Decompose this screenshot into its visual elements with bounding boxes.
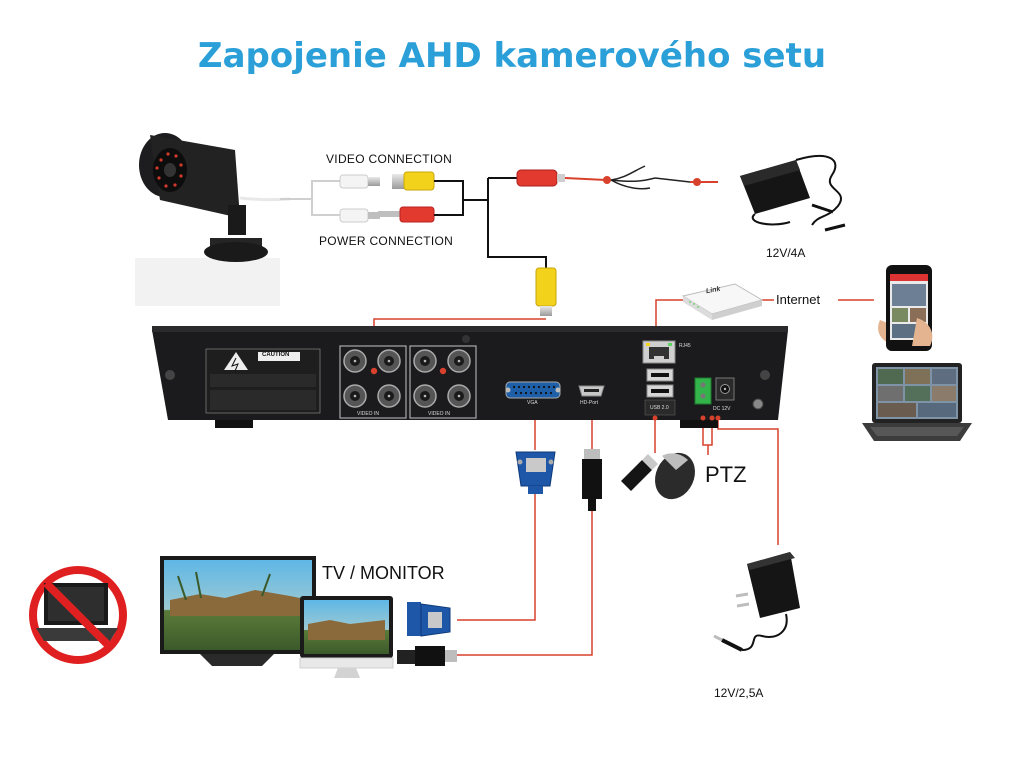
vga-plug-icon [515, 451, 556, 494]
bnc-port [413, 384, 437, 408]
bnc-port [343, 349, 367, 373]
bnc-port [343, 384, 367, 408]
psu-4a-label: 12V/4A [766, 246, 806, 260]
camera-icon [135, 133, 291, 306]
router-icon [681, 283, 764, 320]
dc-port-label: DC 12V [713, 406, 731, 412]
mouse-icon [655, 452, 695, 500]
connection-dots [370, 367, 721, 421]
ptz-label: PTZ [705, 462, 747, 487]
power-adapter-25a-icon [713, 552, 800, 652]
rj45-port-label: RJ45 [679, 343, 691, 349]
video-connection-label: VIDEO CONNECTION [326, 152, 453, 166]
video-in-label-2: VIDEO IN [428, 411, 450, 417]
bnc-port [413, 349, 437, 373]
power-connection-label: POWER CONNECTION [319, 234, 454, 248]
bnc-port [447, 384, 471, 408]
smartphone-icon [878, 265, 933, 351]
usb-flash-drive-icon [621, 454, 658, 491]
no-laptop-icon [29, 566, 127, 664]
psu-25a-label: 12V/2,5A [714, 686, 764, 700]
internet-label: Internet [776, 292, 821, 307]
bnc-port [377, 349, 401, 373]
laptop-icon [862, 363, 972, 441]
vga-plug-monitor-icon [407, 602, 451, 637]
caution-label: CAUTION [262, 352, 290, 358]
bnc-ports [343, 349, 471, 408]
video-in-label-1: VIDEO IN [357, 411, 379, 417]
bnc-port [377, 384, 401, 408]
extension-cables [434, 177, 547, 268]
camera-pigtail [280, 171, 435, 223]
tv-icon [160, 556, 316, 666]
vga-port-label: VGA [527, 400, 538, 406]
hdmi-port-label: HD-Port [580, 400, 599, 406]
tv-monitor-label: TV / MONITOR [322, 563, 445, 583]
usb-port-label: USB 2.0 [650, 405, 669, 411]
monitor-icon [299, 596, 394, 678]
hdmi-plug-monitor-icon [397, 646, 457, 666]
dvr-recorder [152, 326, 788, 428]
power-extension [516, 165, 718, 190]
diagram-title: Zapojenie AHD kamerového setu [197, 36, 827, 76]
bnc-port [447, 349, 471, 373]
hdmi-plug-icon [582, 449, 602, 511]
bnc-video-plug [535, 267, 557, 316]
power-adapter-4a-icon [740, 155, 846, 232]
